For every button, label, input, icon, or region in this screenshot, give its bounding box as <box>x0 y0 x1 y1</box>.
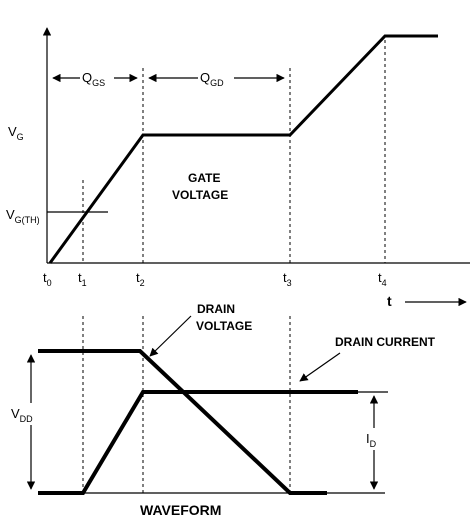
vgth-label: VG(TH) <box>6 207 40 225</box>
time-label: t <box>387 293 392 309</box>
t4-label: t4 <box>378 270 387 288</box>
drain-voltage-label-line1: DRAIN <box>197 302 235 316</box>
id-label: ID <box>366 431 377 449</box>
qgs-label: QGS <box>82 70 105 88</box>
qgd-label: QGD <box>200 70 224 88</box>
drain-waveform-graph: VDD ID DRAIN VOLTAGE DRAIN CURRENT WAVEF… <box>8 302 436 518</box>
t2-label: t2 <box>136 270 145 288</box>
drain-voltage-label-line2: VOLTAGE <box>196 319 252 333</box>
drain-voltage-curve <box>38 349 327 495</box>
drain-current-leader <box>299 352 341 382</box>
t1-label: t1 <box>78 270 87 288</box>
gate-voltage-label-line1: GATE <box>188 171 220 185</box>
t0-label: t0 <box>43 270 52 288</box>
gate-voltage-label-line2: VOLTAGE <box>172 188 228 202</box>
vg-label: VG <box>8 124 24 142</box>
waveform-caption: WAVEFORM <box>140 502 221 518</box>
t3-label: t3 <box>283 270 292 288</box>
gate-voltage-curve <box>48 34 438 264</box>
drain-current-label: DRAIN CURRENT <box>335 335 436 349</box>
drain-voltage-leader <box>149 315 192 357</box>
vdd-label: VDD <box>11 406 33 424</box>
gate-voltage-graph: VG VG(TH) QGS QGD GATE VOLTAGE t0 t1 t2 … <box>6 27 470 309</box>
